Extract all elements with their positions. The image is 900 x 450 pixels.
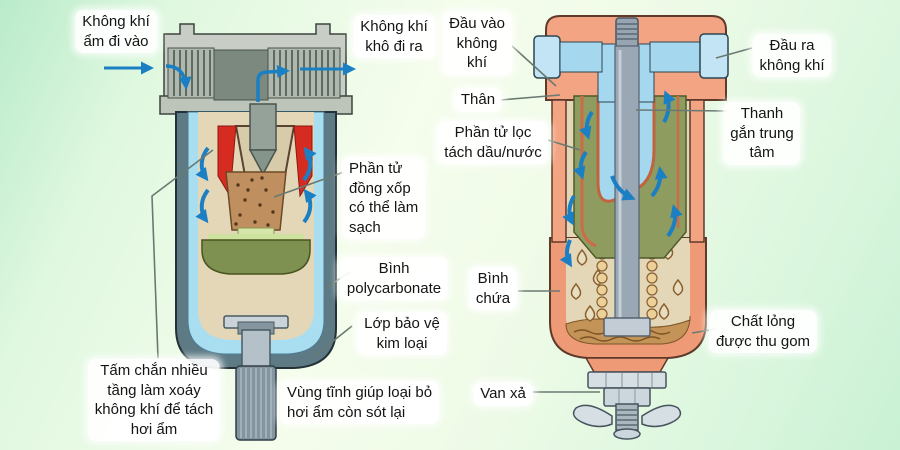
outlet-port	[649, 41, 703, 73]
leader-body	[499, 94, 561, 101]
label-oil-water-filter: Phần tử lọc tách dầu/nước	[437, 121, 549, 164]
inlet-port	[559, 41, 603, 73]
drain-nut-wide	[587, 371, 667, 389]
leader-metal-guard	[311, 325, 353, 359]
green-dish-rim	[208, 234, 304, 243]
stem-neck	[241, 329, 271, 369]
leader-air-outlet	[715, 47, 753, 59]
right-flow-arrows	[559, 90, 683, 268]
leader-air-inlet	[511, 45, 557, 87]
left-flow-arrows	[104, 61, 356, 224]
label-quiet-zone: Vùng tĩnh giúp loại bỏ hơi ẩm còn sót lạ…	[280, 381, 440, 424]
outlet-port-cap	[699, 33, 729, 79]
label-humid-air-in: Không khí ẩm đi vào	[75, 10, 157, 53]
leader-porous-copper	[273, 171, 345, 198]
label-air-outlet: Đầu ra không khí	[752, 34, 832, 77]
drain-neck	[584, 357, 670, 373]
drain-wing-valve	[572, 403, 682, 440]
label-baffle: Tấm chắn nhiều tầng làm xoáy không khí đ…	[87, 359, 221, 441]
label-container: Bình chứa	[468, 267, 518, 310]
center-post	[249, 103, 277, 151]
center-post-cone	[248, 149, 278, 176]
separator-wall-right	[689, 99, 705, 243]
leader-baffle	[151, 149, 214, 359]
green-dish	[201, 239, 311, 275]
label-collected-liquid: Chất lỏng được thu gom	[708, 310, 818, 353]
label-metal-guard: Lớp bảo vệ kim loại	[357, 312, 447, 355]
label-porous-copper: Phần tử đồng xốp có thể làm sạch	[342, 157, 426, 239]
label-center-rod: Thanh gắn trung tâm	[723, 102, 801, 165]
rod-collar	[603, 317, 651, 337]
top-bolt	[615, 17, 639, 49]
leader-oil-water-filter	[547, 139, 581, 151]
inlet-port-cap	[533, 35, 561, 79]
ribbed-drain-stem	[235, 365, 277, 441]
label-drain-valve: Van xả	[473, 382, 533, 406]
label-dry-air-out: Không khí khô đi ra	[353, 15, 435, 58]
separator-wall-left	[551, 99, 567, 243]
inlet-thread-port	[167, 47, 215, 99]
filter-rim-left	[580, 96, 597, 248]
copper-speckles	[234, 176, 275, 227]
leader-center-rod	[635, 109, 728, 112]
label-body: Thân	[453, 88, 503, 112]
right-separator-illustration	[533, 15, 729, 440]
label-air-inlet: Đầu vào không khí	[442, 12, 512, 75]
label-polycarbonate: Bình polycarbonate	[339, 257, 449, 300]
left-filter-illustration	[104, 23, 356, 441]
